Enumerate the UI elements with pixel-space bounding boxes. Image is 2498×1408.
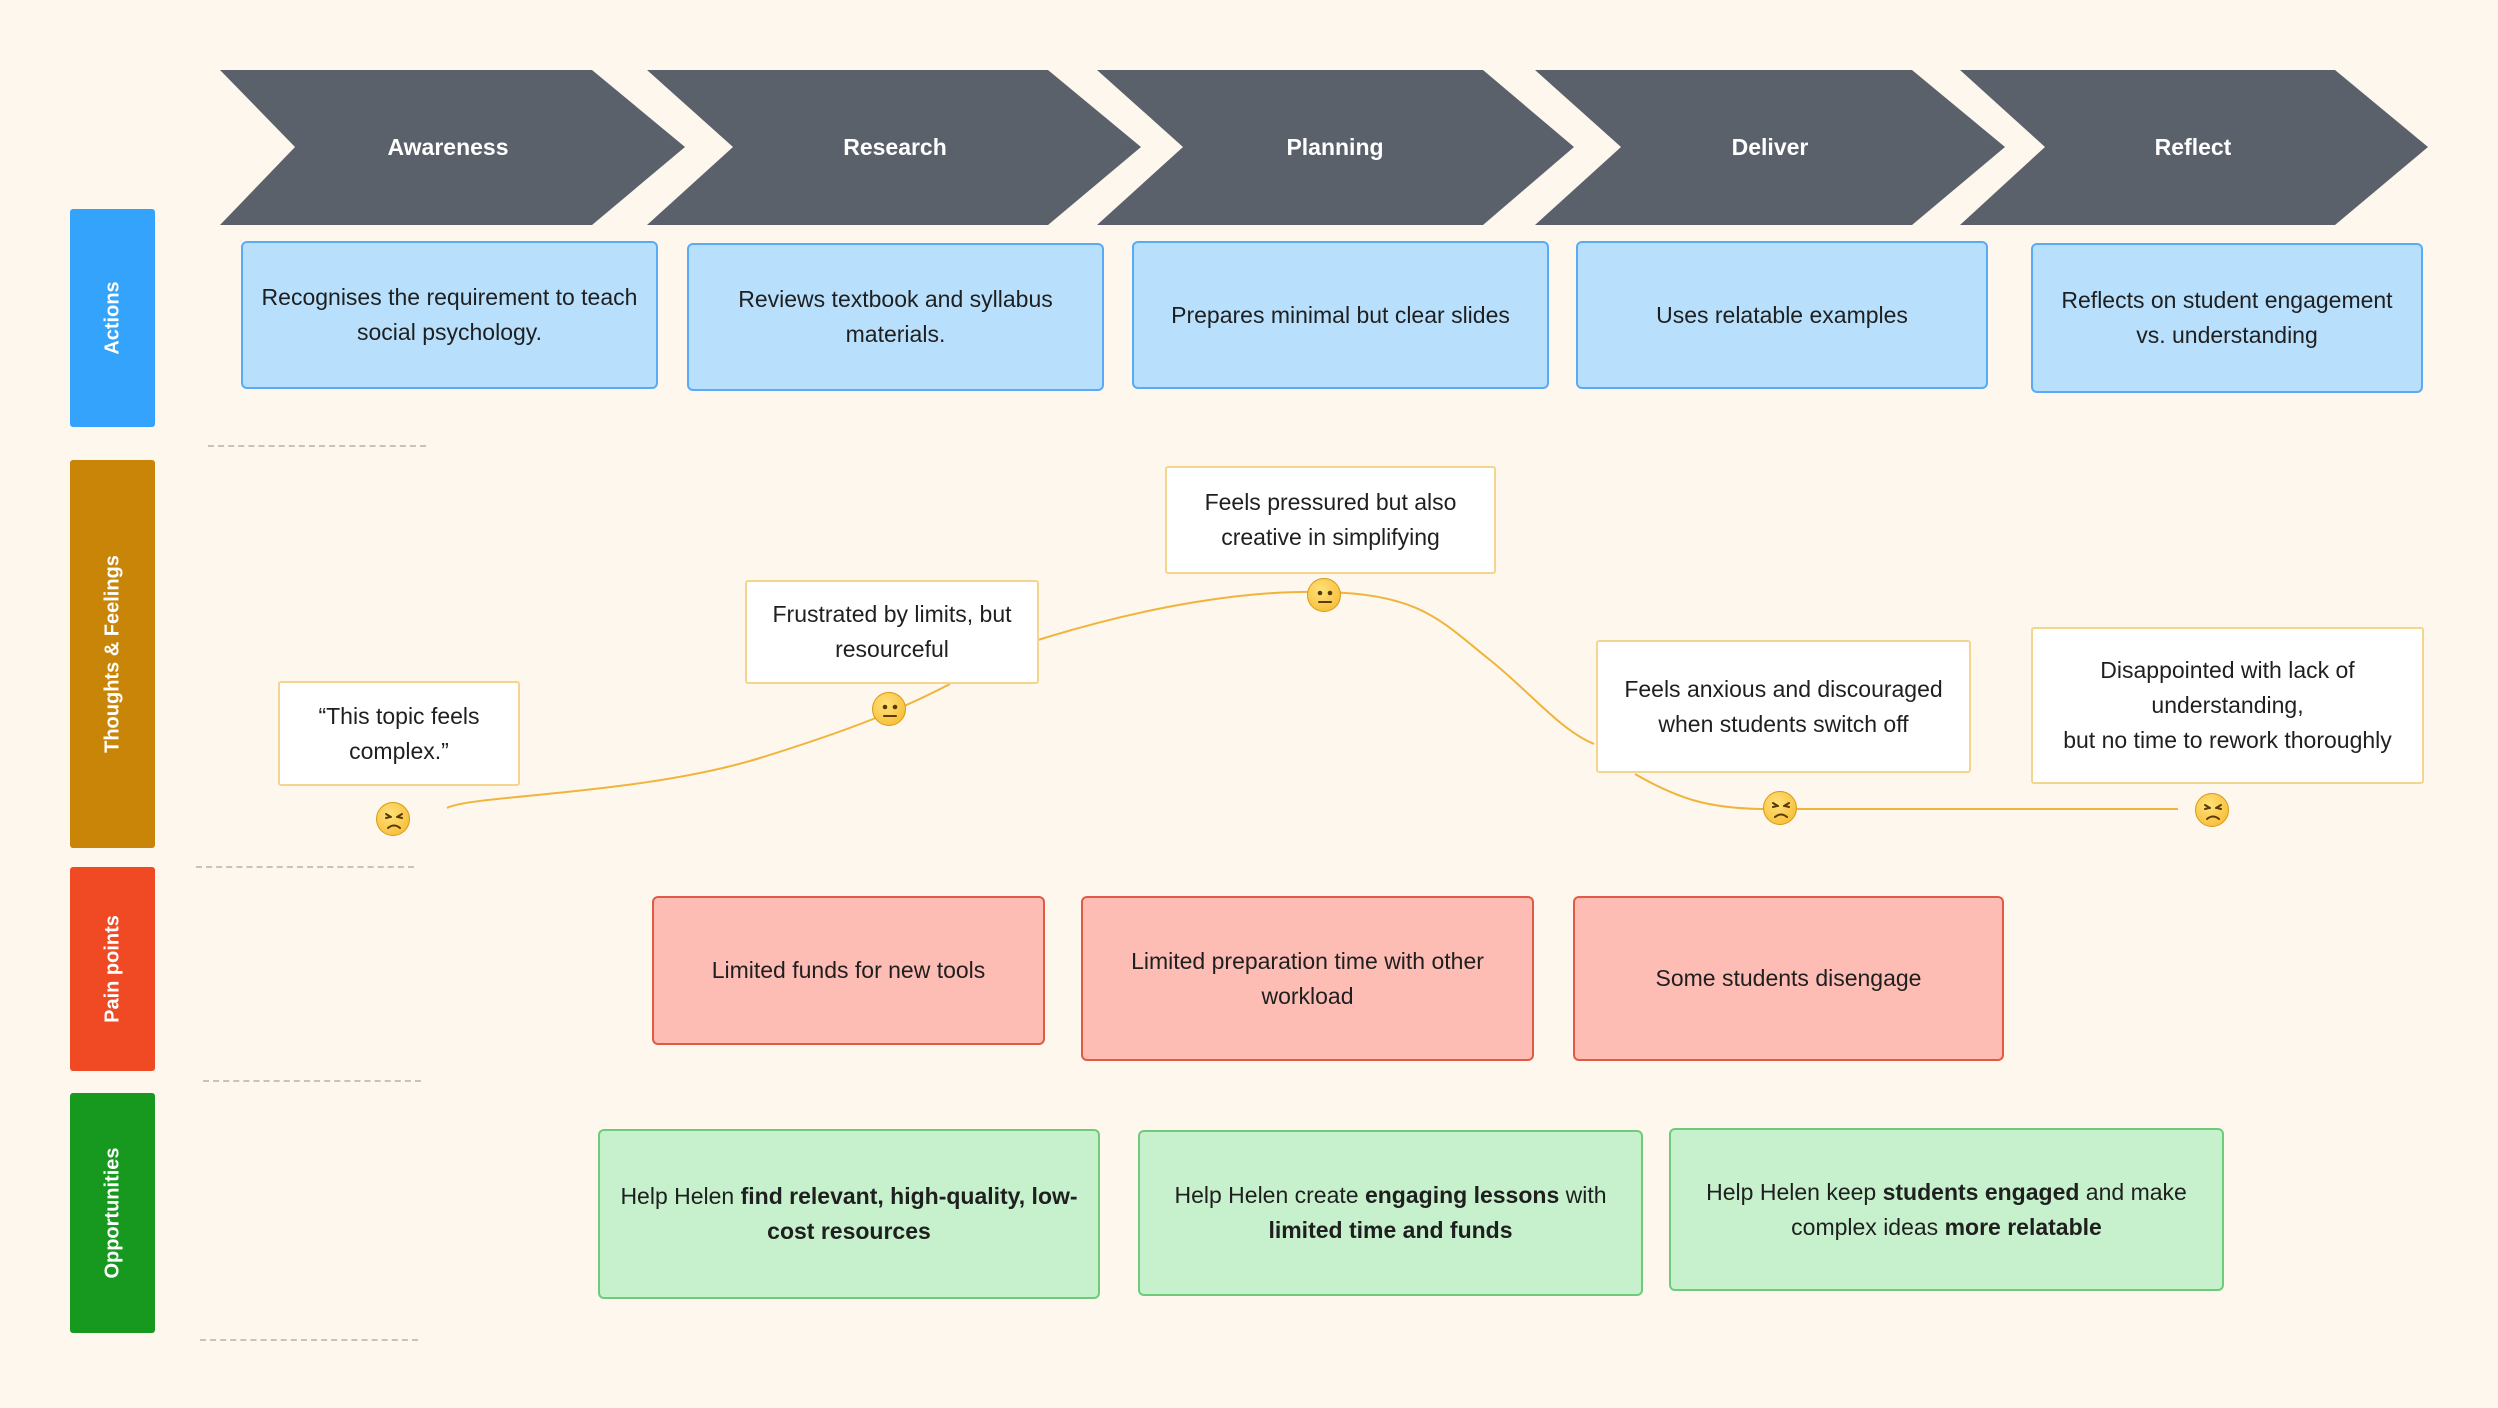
stage-research-chevron <box>647 70 1141 225</box>
action-card-planning: Prepares minimal but clear slides <box>1132 241 1549 389</box>
opportunity-text-part: Help Helen create <box>1174 1182 1365 1208</box>
neutral-face-icon <box>872 692 906 726</box>
thought-line: but no time to rework thoroughly <box>2063 727 2392 753</box>
lane-tab-opportunities: Opportunities <box>70 1093 155 1333</box>
action-card-deliver: Uses relatable examples <box>1576 241 1988 389</box>
opportunity-text-part: with <box>1559 1182 1607 1208</box>
stage-chevrons <box>220 70 2428 225</box>
lane-tab-thoughts: Thoughts & Feelings <box>70 460 155 848</box>
thought-card-awareness: “This topic feels complex.” <box>278 681 520 786</box>
neutral-face-icon <box>1307 578 1341 612</box>
action-card-research: Reviews textbook and syllabus materials. <box>687 243 1104 391</box>
stage-label-reflect: Reflect <box>2154 134 2232 160</box>
lane-divider <box>196 866 414 868</box>
frustrated-face-icon <box>376 802 410 836</box>
opportunity-text: Help Helen find relevant, high-quality, … <box>618 1179 1080 1249</box>
thought-card-deliver: Feels anxious and discouraged when stude… <box>1596 640 1971 773</box>
stage-label-deliver: Deliver <box>1731 134 1809 160</box>
lane-tab-actions: Actions <box>70 209 155 427</box>
pain-point-card-time: Limited preparation time with other work… <box>1081 896 1534 1061</box>
stage-deliver-chevron <box>1535 70 2005 225</box>
thought-line: Disappointed with lack of <box>2100 657 2355 683</box>
opportunity-text-emphasis: limited time and funds <box>1268 1217 1513 1243</box>
opportunity-card-lessons: Help Helen create engaging lessons with … <box>1138 1130 1643 1296</box>
opportunity-text: Help Helen create engaging lessons with … <box>1174 1178 1606 1248</box>
opportunity-card-engagement: Help Helen keep students engaged and mak… <box>1669 1128 2224 1291</box>
lane-divider <box>203 1080 421 1082</box>
opportunity-text-part: Help Helen keep <box>1706 1178 1883 1205</box>
opportunity-text: Help Helen keep students engaged and mak… <box>1689 1175 2204 1245</box>
frustrated-face-icon <box>1763 791 1797 825</box>
stage-awareness-chevron <box>220 70 685 225</box>
stage-label-research: Research <box>843 134 947 160</box>
action-card-reflect: Reflects on student engagement vs. under… <box>2031 243 2423 393</box>
lane-divider <box>200 1339 418 1341</box>
opportunity-text-part: and make complex ideas <box>1791 1178 2187 1240</box>
opportunity-text-emphasis: engaging lessons <box>1364 1182 1560 1208</box>
opportunity-text-emphasis: find relevant, high-quality, low-cost re… <box>740 1183 1078 1244</box>
opportunity-card-resources: Help Helen find relevant, high-quality, … <box>598 1129 1100 1299</box>
opportunity-text-part: Help Helen <box>620 1183 741 1209</box>
thought-card-reflect: Disappointed with lack of understanding,… <box>2031 627 2424 784</box>
lane-label-pain-points: Pain points <box>101 915 123 1023</box>
lane-divider <box>208 445 426 447</box>
stage-reflect-chevron <box>1960 70 2428 225</box>
stage-planning-chevron <box>1097 70 1574 225</box>
lane-label-actions: Actions <box>101 281 123 355</box>
lane-label-opportunities: Opportunities <box>101 1147 123 1279</box>
pain-point-card-funds: Limited funds for new tools <box>652 896 1045 1045</box>
frustrated-face-icon <box>2195 793 2229 827</box>
action-card-awareness: Recognises the requirement to teach soci… <box>241 241 658 389</box>
thought-card-planning: Feels pressured but also creative in sim… <box>1165 466 1496 574</box>
stage-label-planning: Planning <box>1286 134 1384 160</box>
opportunity-text-emphasis: more relatable <box>1944 1213 2102 1240</box>
thought-card-research: Frustrated by limits, but resourceful <box>745 580 1039 684</box>
thought-line: understanding, <box>2151 692 2304 718</box>
pain-point-card-disengage: Some students disengage <box>1573 896 2004 1061</box>
lane-tab-pain-points: Pain points <box>70 867 155 1071</box>
opportunity-text-emphasis: students engaged <box>1882 1178 2080 1205</box>
lane-label-thoughts: Thoughts & Feelings <box>101 555 123 753</box>
stage-label-awareness: Awareness <box>387 134 509 160</box>
